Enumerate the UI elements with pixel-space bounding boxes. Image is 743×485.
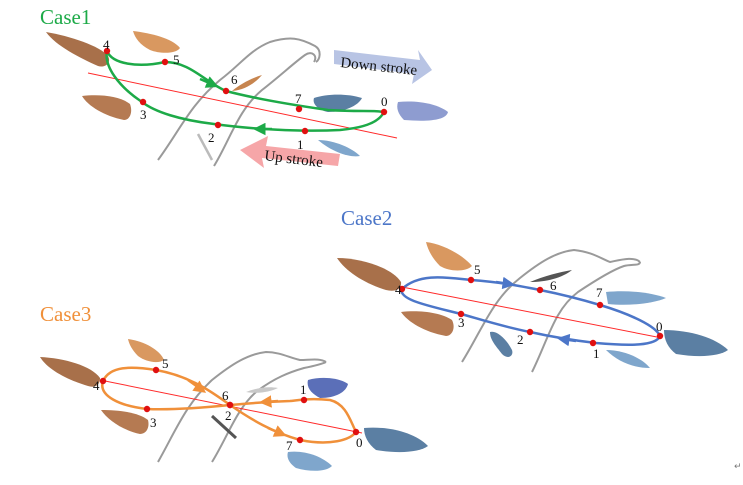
- case2-direction-arrow: [495, 276, 515, 290]
- case3-body-outline: [157, 350, 327, 463]
- case1-point-0: [380, 108, 388, 116]
- case2-title: Case2: [341, 206, 393, 230]
- case1-wing-section-3: [82, 95, 132, 120]
- case1-wing-section-2: [196, 133, 214, 161]
- case2-wing-section-1: [606, 350, 650, 368]
- case3-point-label-0: 0: [356, 435, 363, 450]
- case2-point-label-2: 2: [517, 332, 524, 347]
- case3-point-label-2: 2: [225, 408, 232, 423]
- case1-point-7: [295, 105, 303, 113]
- case1-group: 0 1 2 3 4 5 6 7 Down stroke Up stroke: [46, 31, 448, 171]
- case2-wing-section-3: [401, 311, 454, 336]
- up-stroke-arrow: [240, 136, 340, 168]
- paragraph-return-mark: ↵: [734, 462, 742, 472]
- case2-wing-section-7: [606, 291, 666, 305]
- case3-point-6: [226, 401, 234, 409]
- case2-point-label-7: 7: [596, 285, 603, 300]
- case2-wing-section-6: [530, 270, 572, 282]
- up-stroke-label: Up stroke: [264, 148, 325, 171]
- case1-point-label-4: 4: [103, 37, 110, 52]
- case1-point-4: [103, 47, 111, 55]
- case3-wing-section-3: [101, 410, 149, 434]
- case2-point-5: [467, 276, 475, 284]
- case2-point-label-3: 3: [458, 315, 465, 330]
- case1-body-outline: [157, 37, 321, 161]
- case3-point-label-3: 3: [150, 415, 157, 430]
- case1-wing-section-0: [397, 101, 448, 121]
- case1-title: Case1: [40, 5, 92, 29]
- case2-point-label-1: 1: [593, 346, 600, 361]
- case3-wing-section-4: [40, 357, 100, 387]
- case3-point-4: [99, 377, 107, 385]
- case1-direction-arrow: [199, 76, 219, 88]
- case2-point-6: [536, 286, 544, 294]
- case2-chord-line: [401, 286, 663, 339]
- case3-wing-section-5: [128, 339, 164, 363]
- case3-point-label-5: 5: [162, 356, 169, 371]
- case3-trajectory-upstroke: [101, 380, 358, 433]
- case2-body-outline: [461, 248, 641, 363]
- case2-point-2: [526, 328, 534, 336]
- case3-wing-section-2: [210, 414, 238, 440]
- case3-point-5: [152, 366, 160, 374]
- case3-wing-section-0: [364, 427, 428, 453]
- case3-direction-arrow: [259, 395, 279, 408]
- case1-point-2: [214, 121, 222, 129]
- case1-chord-line: [87, 72, 398, 139]
- case1-wing-section-4: [46, 32, 110, 67]
- case3-point-label-1: 1: [300, 382, 307, 397]
- case2-wing-section-4: [337, 258, 402, 291]
- case3-group: 0 1 2 3 4 5 6 7: [40, 339, 428, 471]
- case2-point-4: [398, 285, 406, 293]
- case1-point-6: [222, 87, 230, 95]
- case2-point-label-5: 5: [474, 262, 481, 277]
- case2-wing-section-5: [426, 242, 472, 271]
- case3-wing-section-6: [246, 387, 278, 393]
- case3-point-7: [296, 436, 304, 444]
- case3-point-label-4: 4: [93, 378, 100, 393]
- case1-point-3: [139, 98, 147, 106]
- case2-wing-section-0: [664, 330, 728, 357]
- case3-wing-section-1: [307, 377, 348, 398]
- case1-wing-section-6: [232, 75, 262, 91]
- case2-point-label-0: 0: [656, 319, 663, 334]
- case1-point-5: [161, 58, 169, 66]
- case1-wing-section-7: [313, 94, 362, 112]
- case3-point-3: [143, 405, 151, 413]
- case3-point-0: [352, 428, 360, 436]
- case1-point-1: [301, 127, 309, 135]
- down-stroke-arrow: [334, 50, 432, 84]
- case1-point-label-2: 2: [208, 130, 215, 145]
- case3-point-label-6: 6: [222, 388, 229, 403]
- case3-wing-section-7: [287, 451, 332, 471]
- case1-wing-section-1: [318, 140, 360, 157]
- case1-trajectory-upstroke: [105, 50, 386, 132]
- case1-point-label-6: 6: [231, 72, 238, 87]
- case1-body-outline: [213, 52, 317, 167]
- case3-body-outline: [211, 361, 327, 463]
- case2-group: 0 1 2 3 4 5 6 7: [337, 242, 728, 373]
- case1-point-label-7: 7: [295, 91, 302, 106]
- case1-point-label-5: 5: [173, 52, 180, 67]
- case2-point-label-6: 6: [550, 278, 557, 293]
- case2-wing-section-2: [490, 331, 513, 357]
- case3-direction-arrow: [187, 378, 207, 393]
- case1-point-label-3: 3: [140, 107, 147, 122]
- case2-point-label-4: 4: [395, 282, 402, 297]
- case2-direction-arrow: [557, 333, 577, 347]
- case2-point-3: [457, 310, 465, 318]
- case3-point-1: [300, 396, 308, 404]
- case2-body-outline: [531, 261, 641, 373]
- case1-point-label-0: 0: [381, 94, 388, 109]
- case1-wing-section-5: [133, 31, 180, 53]
- case3-point-label-7: 7: [286, 438, 293, 453]
- case2-point-7: [596, 301, 604, 309]
- case1-point-label-1: 1: [297, 137, 304, 152]
- case3-title: Case3: [40, 302, 92, 326]
- case2-point-1: [589, 339, 597, 347]
- case2-point-0: [656, 332, 664, 340]
- case3-direction-arrow: [267, 425, 287, 437]
